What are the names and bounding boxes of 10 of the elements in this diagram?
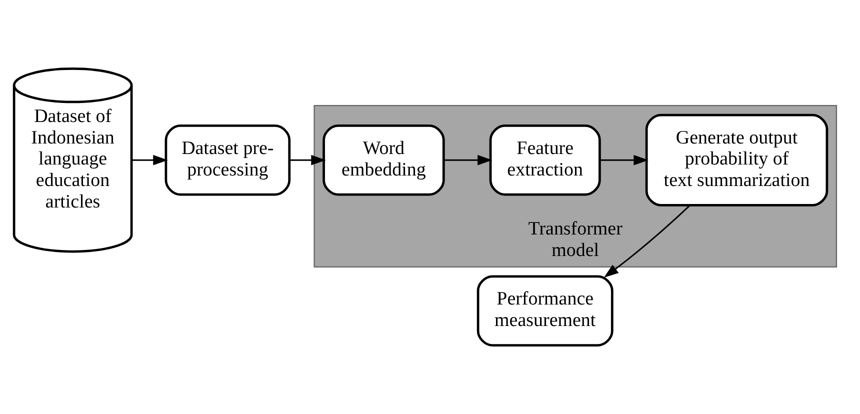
node-box: Generate output probability of text summarization [645, 114, 828, 206]
node-box: Performance measurement [476, 275, 614, 346]
arrow [604, 204, 690, 278]
node-box: Feature extraction [489, 124, 601, 196]
arrow [132, 154, 168, 166]
node-box: Dataset pre-processing [164, 124, 291, 196]
arrow [444, 154, 492, 166]
arrow [600, 154, 648, 166]
arrow [290, 154, 326, 166]
node-box: Word embedding [322, 124, 445, 196]
